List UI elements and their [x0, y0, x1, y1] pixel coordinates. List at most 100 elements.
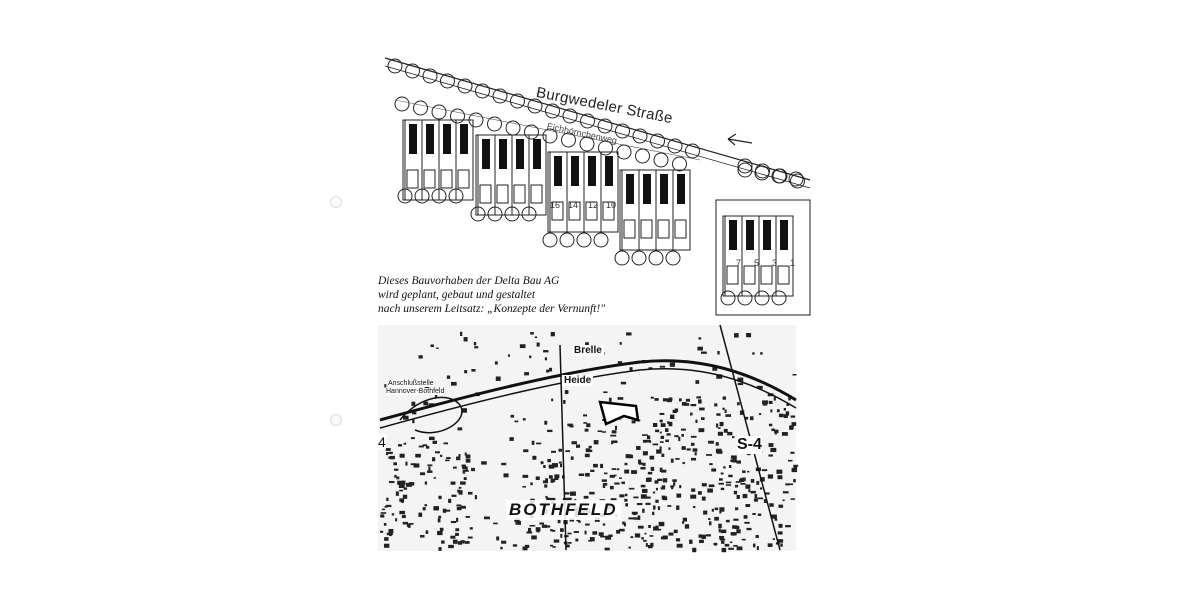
house-roof: [780, 220, 788, 250]
building-mark: [649, 440, 652, 443]
building-mark: [653, 505, 656, 510]
building-mark: [645, 543, 648, 547]
building-mark: [397, 480, 404, 485]
building-mark: [767, 474, 774, 479]
building-mark: [668, 421, 673, 427]
building-mark: [724, 543, 730, 547]
map-label-heide: Heide: [562, 375, 594, 386]
building-mark: [716, 423, 719, 428]
building-mark: [732, 525, 738, 529]
building-mark: [457, 489, 460, 493]
house-number: 16: [550, 200, 561, 210]
building-mark: [575, 538, 579, 542]
house-roof: [626, 174, 634, 204]
building-mark: [393, 468, 399, 471]
building-mark: [547, 498, 552, 501]
building-mark: [782, 491, 789, 494]
building-mark: [403, 487, 408, 490]
building-mark: [631, 511, 638, 515]
building-mark: [757, 513, 762, 516]
building-mark: [755, 534, 759, 539]
house-roof: [482, 139, 490, 169]
building-mark: [701, 496, 706, 501]
building-mark: [493, 522, 498, 525]
tree-icon: [397, 188, 413, 204]
building-mark: [718, 478, 723, 481]
building-mark: [654, 480, 659, 484]
building-mark: [640, 466, 646, 470]
building-mark: [448, 498, 452, 503]
building-mark: [429, 436, 435, 441]
building-mark: [723, 466, 726, 469]
building-mark: [777, 531, 783, 535]
building-mark: [696, 396, 701, 399]
building-mark: [515, 520, 521, 525]
building-mark: [642, 508, 645, 513]
building-mark: [548, 464, 555, 469]
building-mark: [645, 502, 651, 505]
garden-plot: [674, 219, 687, 239]
building-mark: [715, 442, 719, 446]
building-mark: [602, 523, 606, 526]
building-mark: [695, 419, 698, 423]
building-mark: [740, 477, 745, 482]
building-mark: [668, 397, 673, 401]
building-mark: [458, 486, 462, 489]
building-mark: [652, 491, 656, 494]
house-number: 3: [772, 258, 778, 268]
building-mark: [593, 463, 598, 468]
building-mark: [383, 543, 390, 548]
tree-icon: [413, 100, 428, 116]
building-mark: [662, 496, 668, 501]
building-mark: [444, 509, 451, 512]
building-mark: [584, 453, 590, 458]
building-mark: [456, 517, 459, 522]
building-mark: [439, 527, 444, 532]
building-mark: [719, 538, 726, 541]
building-mark: [464, 452, 467, 456]
building-mark: [682, 517, 688, 522]
building-mark: [474, 346, 479, 349]
building-mark: [522, 546, 528, 551]
building-mark: [681, 401, 687, 406]
building-mark: [759, 477, 765, 482]
building-mark: [728, 547, 734, 550]
district-label: BOTHFELD: [506, 500, 621, 520]
building-mark: [578, 473, 585, 477]
building-mark: [736, 546, 743, 551]
building-mark: [772, 538, 775, 540]
tree-icon: [665, 250, 681, 266]
garden-plot: [726, 265, 739, 285]
building-mark: [599, 499, 606, 501]
building-mark: [384, 505, 388, 508]
building-mark: [399, 510, 406, 515]
tree-icon: [598, 140, 613, 156]
house-number: 10: [606, 200, 617, 210]
building-mark: [457, 541, 463, 545]
building-mark: [676, 493, 682, 498]
building-mark: [678, 436, 681, 442]
building-mark: [750, 490, 756, 494]
building-mark: [391, 513, 395, 516]
building-mark: [445, 459, 450, 462]
building-mark: [752, 512, 756, 516]
building-mark: [617, 397, 624, 400]
building-mark: [650, 396, 654, 399]
building-mark: [659, 431, 662, 434]
tree-icon: [524, 124, 539, 140]
building-mark: [456, 504, 462, 507]
building-mark: [565, 450, 571, 453]
tree-icon: [579, 136, 595, 152]
tree-icon: [431, 104, 447, 120]
building-mark: [399, 489, 404, 492]
building-mark: [762, 400, 769, 404]
building-mark: [396, 476, 400, 480]
tree-icon: [440, 73, 455, 89]
building-mark: [638, 462, 643, 465]
building-mark: [543, 465, 546, 468]
building-mark: [590, 469, 595, 472]
building-mark: [684, 524, 690, 529]
building-mark: [501, 540, 507, 544]
building-mark: [601, 479, 607, 482]
building-mark: [709, 521, 712, 526]
